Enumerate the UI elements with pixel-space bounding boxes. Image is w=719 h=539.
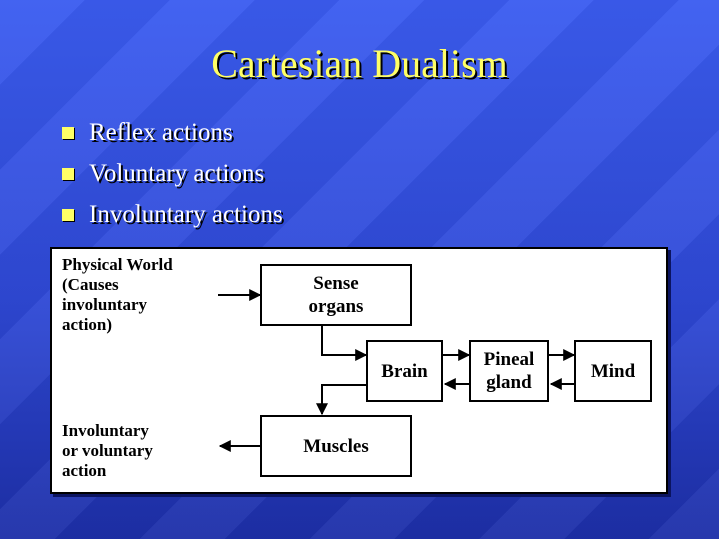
bullet-square-icon [62, 126, 74, 139]
arrow-sense-to-brain [321, 326, 368, 361]
bullet-text: Involuntary actions [89, 200, 283, 228]
bullet-item: Reflex actions [62, 112, 283, 153]
brain-box: Brain [366, 340, 443, 402]
mind-box: Mind [574, 340, 652, 402]
slide-title: Cartesian Dualism [211, 41, 508, 86]
dualism-diagram: Physical World (Causes involuntary actio… [50, 247, 668, 494]
bullet-item: Voluntary actions [62, 153, 283, 194]
muscles-box: Muscles [260, 415, 412, 477]
pineal-gland-box: Pineal gland [469, 340, 549, 402]
arrow-brain-to-muscles [316, 384, 368, 416]
bullet-item: Involuntary actions [62, 194, 283, 235]
bullet-square-icon [62, 167, 74, 180]
bullet-square-icon [62, 208, 74, 221]
physical-world-label: Physical World (Causes involuntary actio… [62, 255, 173, 334]
bullet-text: Voluntary actions [89, 159, 265, 187]
bullet-list: Reflex actions Voluntary actions Involun… [62, 112, 283, 235]
bullet-text: Reflex actions [89, 118, 233, 146]
diagram-arrows [218, 289, 576, 452]
sense-organs-box: Sense organs [260, 264, 412, 326]
action-label: Involuntary or voluntary action [62, 421, 153, 480]
